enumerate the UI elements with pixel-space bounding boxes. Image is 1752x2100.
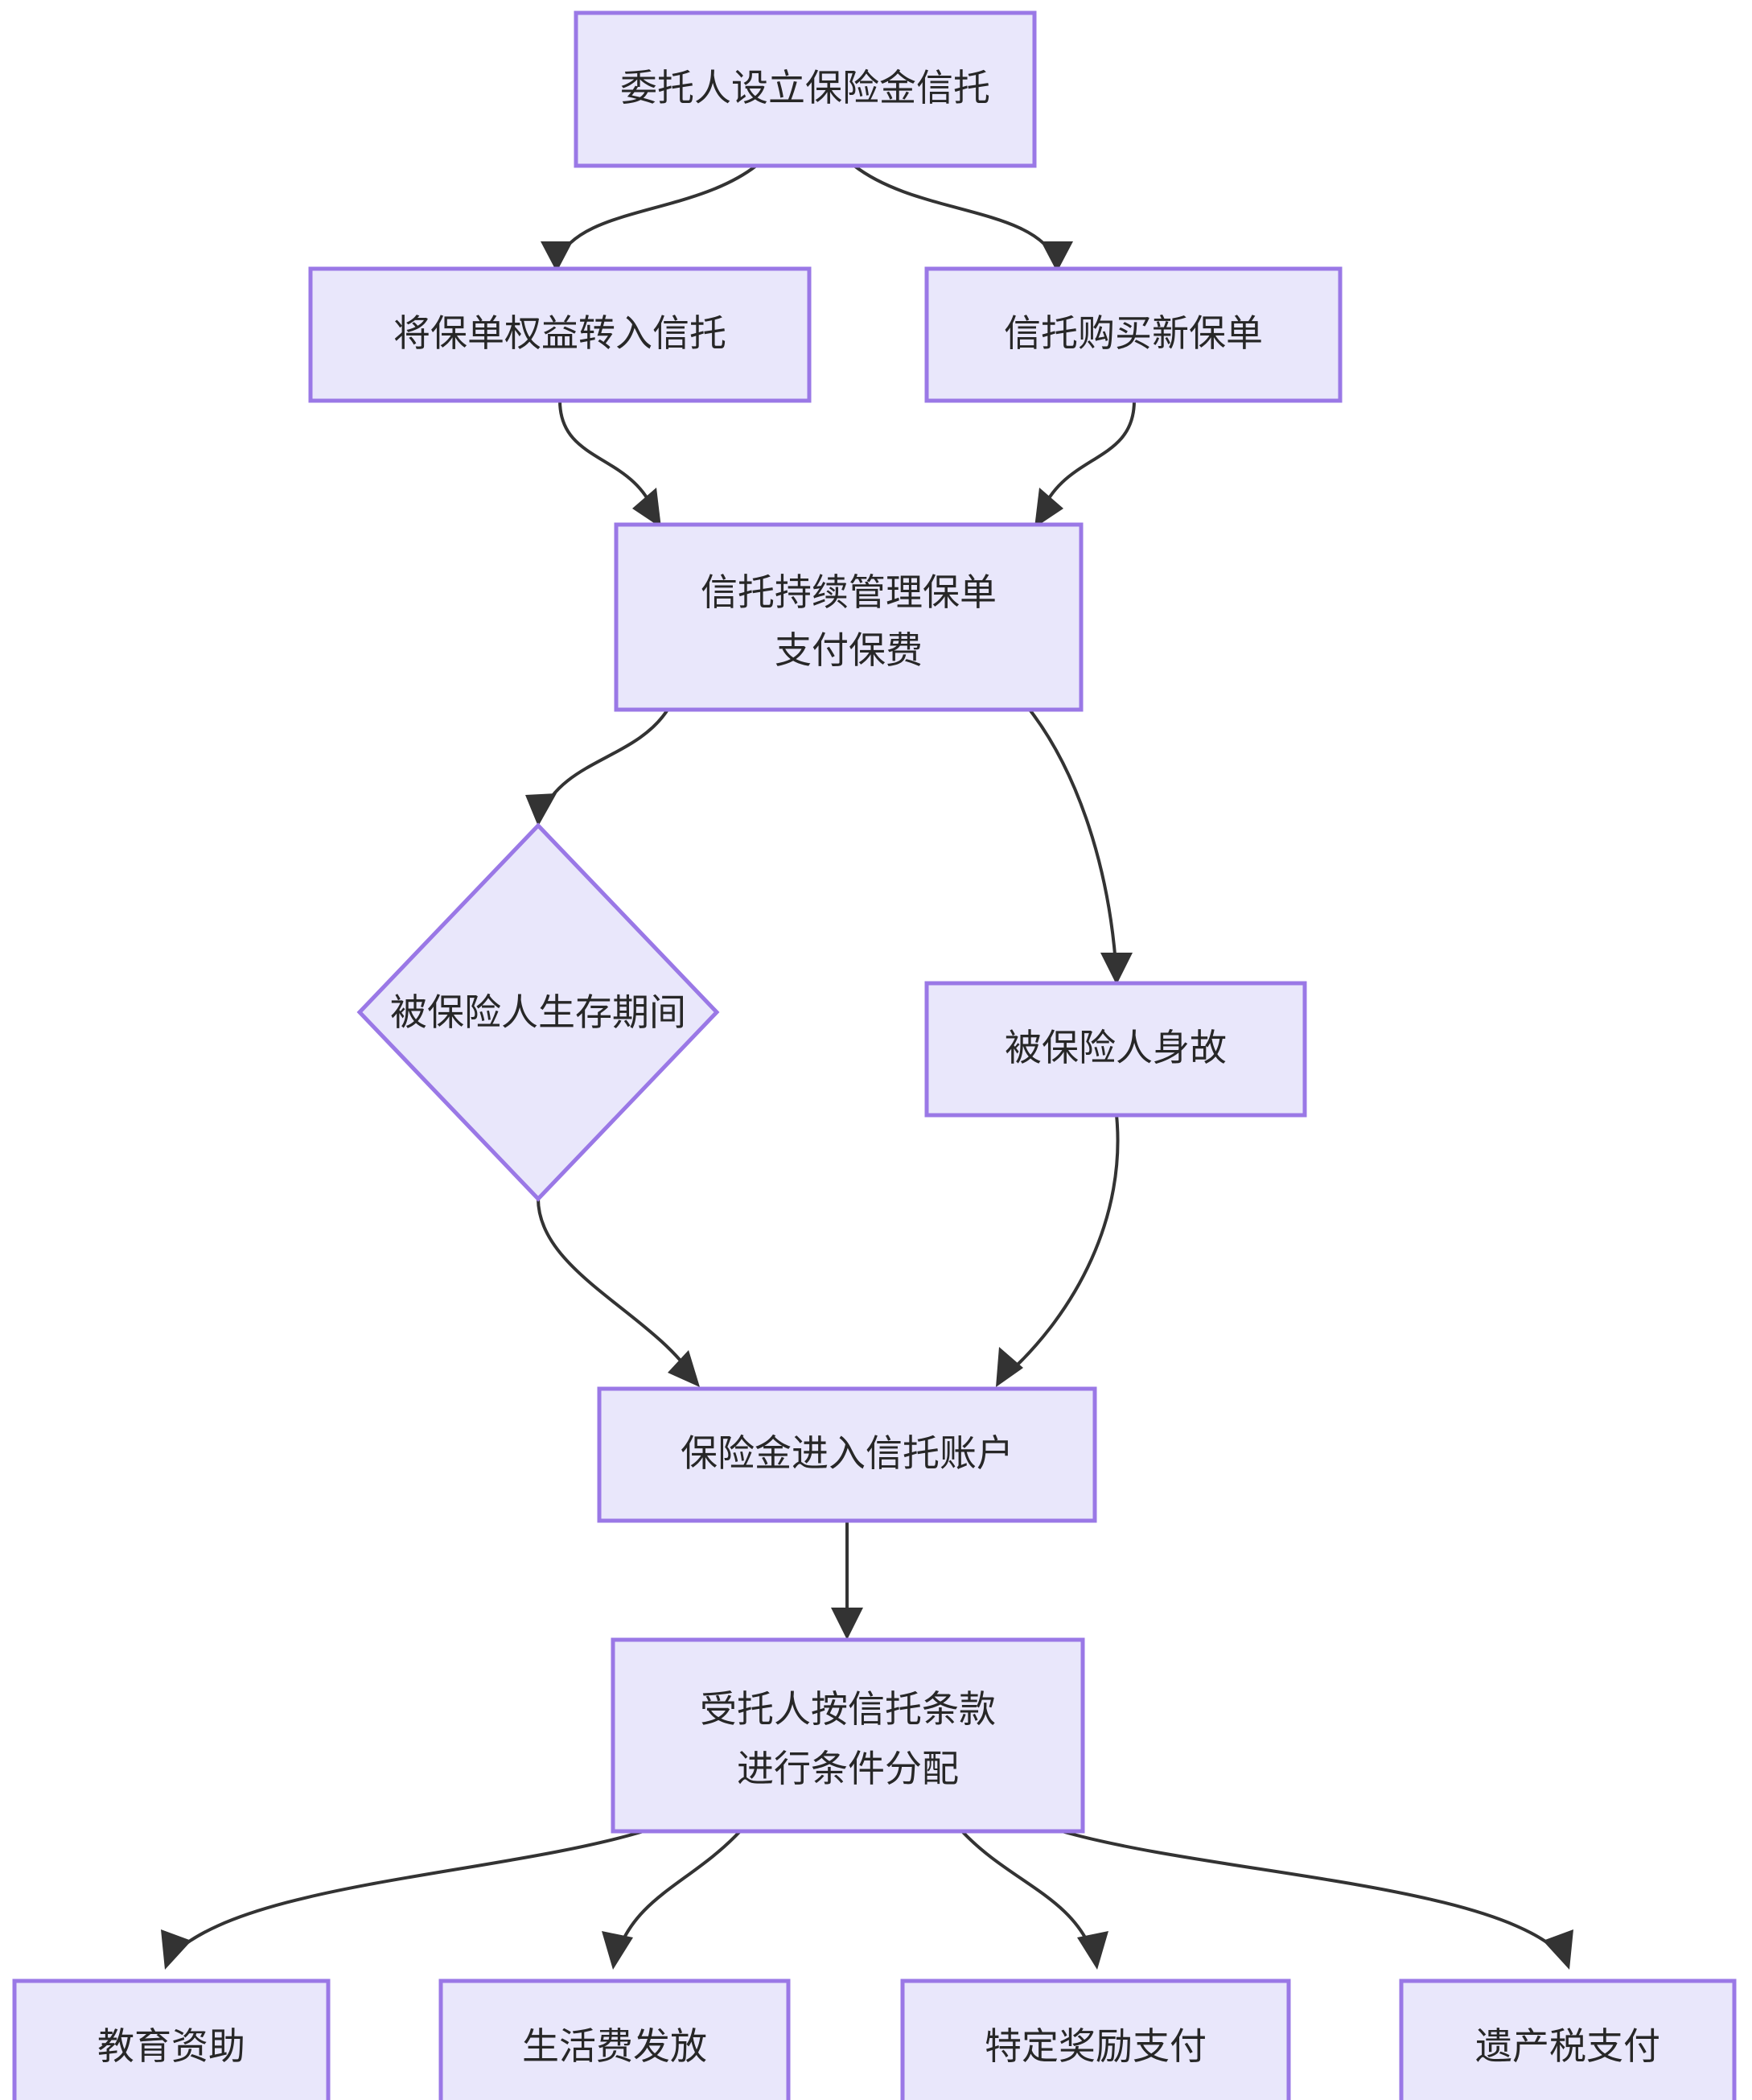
edge-line [1002, 1114, 1120, 1379]
edge-n8-n10 [602, 1830, 742, 1970]
node-box[interactable] [438, 1979, 791, 2100]
node-label: 生活费发放 [522, 2025, 707, 2067]
node-estate-tax-payment[interactable]: 遗产税支付 [1399, 1979, 1737, 2100]
node-label: 被保险人身故 [1005, 1027, 1227, 1069]
edge-n4-n6 [1028, 708, 1133, 985]
node-label: 委托人设立保险金信托 [620, 67, 990, 109]
node-proceeds-into-trust-account[interactable]: 保险金进入信托账户 [597, 1386, 1097, 1523]
edge-n7-n8 [831, 1521, 863, 1640]
node-box[interactable] [597, 1386, 1097, 1523]
node-settlor-establishes-trust[interactable]: 委托人设立保险金信托 [574, 10, 1037, 168]
edge-n8-n12 [1061, 1830, 1573, 1970]
node-label: 被保险人生存期间 [390, 991, 686, 1033]
arrowhead-icon [525, 793, 557, 826]
node-label: 特定奖励支付 [985, 2025, 1207, 2067]
edge-n5-n7 [537, 1198, 700, 1387]
node-label-line-1: 受托人按信托条款 [700, 1688, 996, 1730]
node-box[interactable] [900, 1979, 1291, 2100]
edge-line [615, 1830, 742, 1958]
edge-n1-n3 [853, 164, 1073, 272]
edge-n3-n4 [1034, 400, 1136, 528]
edge-line [537, 1198, 695, 1379]
edge-n4-n5 [525, 708, 669, 826]
arrowhead-icon [996, 1347, 1023, 1387]
arrowhead-icon [541, 241, 573, 272]
edge-line [853, 164, 1059, 263]
node-box[interactable] [308, 266, 812, 403]
node-label: 教育资助 [97, 2025, 245, 2067]
node-box[interactable] [614, 522, 1084, 712]
edge-line [960, 1830, 1096, 1958]
node-box[interactable] [611, 1637, 1085, 1834]
edge-n8-n11 [960, 1830, 1108, 1970]
node-insured-death[interactable]: 被保险人身故 [924, 981, 1307, 1118]
node-trustee-conditional-distribution[interactable]: 受托人按信托条款 进行条件分配 [611, 1637, 1085, 1834]
node-label: 将保单权益转入信托 [393, 312, 726, 354]
edge-n8-n9 [161, 1830, 644, 1970]
edge-n6-n7 [996, 1114, 1120, 1387]
arrowhead-icon [1077, 1931, 1108, 1970]
edge-line [169, 1830, 644, 1958]
edge-layer [161, 164, 1573, 1970]
node-education-funding[interactable]: 教育资助 [12, 1979, 331, 2100]
arrowhead-icon [1041, 241, 1073, 272]
node-label: 保险金进入信托账户 [681, 1432, 1014, 1474]
node-label: 信托购买新保单 [1004, 312, 1263, 354]
arrowhead-icon [831, 1608, 863, 1640]
node-label-line-1: 信托持续管理保单 [701, 571, 997, 613]
node-transfer-policy-rights[interactable]: 将保单权益转入信托 [308, 266, 812, 403]
node-box[interactable] [924, 266, 1343, 403]
edge-line [555, 164, 758, 263]
edge-line [558, 400, 658, 519]
node-box[interactable] [574, 10, 1037, 168]
node-box[interactable] [924, 981, 1307, 1118]
edge-line [1028, 708, 1118, 976]
edge-line [1061, 1830, 1565, 1958]
node-living-expenses-payout[interactable]: 生活费发放 [438, 1979, 791, 2100]
node-trust-buys-new-policy[interactable]: 信托购买新保单 [924, 266, 1343, 403]
edge-line [539, 708, 669, 817]
node-diamond[interactable] [356, 822, 720, 1202]
arrowhead-icon [1100, 953, 1133, 985]
arrowhead-icon [161, 1929, 191, 1970]
node-box[interactable] [1399, 1979, 1737, 2100]
node-label-line-2: 支付保费 [775, 629, 923, 671]
node-label: 遗产税支付 [1475, 2025, 1660, 2067]
arrowhead-icon [668, 1350, 700, 1387]
arrowhead-icon [632, 488, 661, 528]
edge-n2-n4 [558, 400, 661, 528]
arrowhead-icon [1543, 1929, 1573, 1970]
node-label-line-2: 进行条件分配 [737, 1748, 959, 1789]
arrowhead-icon [1034, 488, 1063, 528]
arrowhead-icon [602, 1931, 633, 1970]
node-box[interactable] [12, 1979, 331, 2100]
node-insured-alive-decision[interactable]: 被保险人生存期间 [356, 822, 720, 1202]
node-special-incentive-payment[interactable]: 特定奖励支付 [900, 1979, 1291, 2100]
node-layer: 委托人设立保险金信托 将保单权益转入信托 信托购买新保单 信托持续管理保单 支付… [12, 10, 1737, 2100]
edge-n1-n2 [541, 164, 758, 272]
node-trust-manages-policy[interactable]: 信托持续管理保单 支付保费 [614, 522, 1084, 712]
edge-line [1038, 400, 1136, 519]
